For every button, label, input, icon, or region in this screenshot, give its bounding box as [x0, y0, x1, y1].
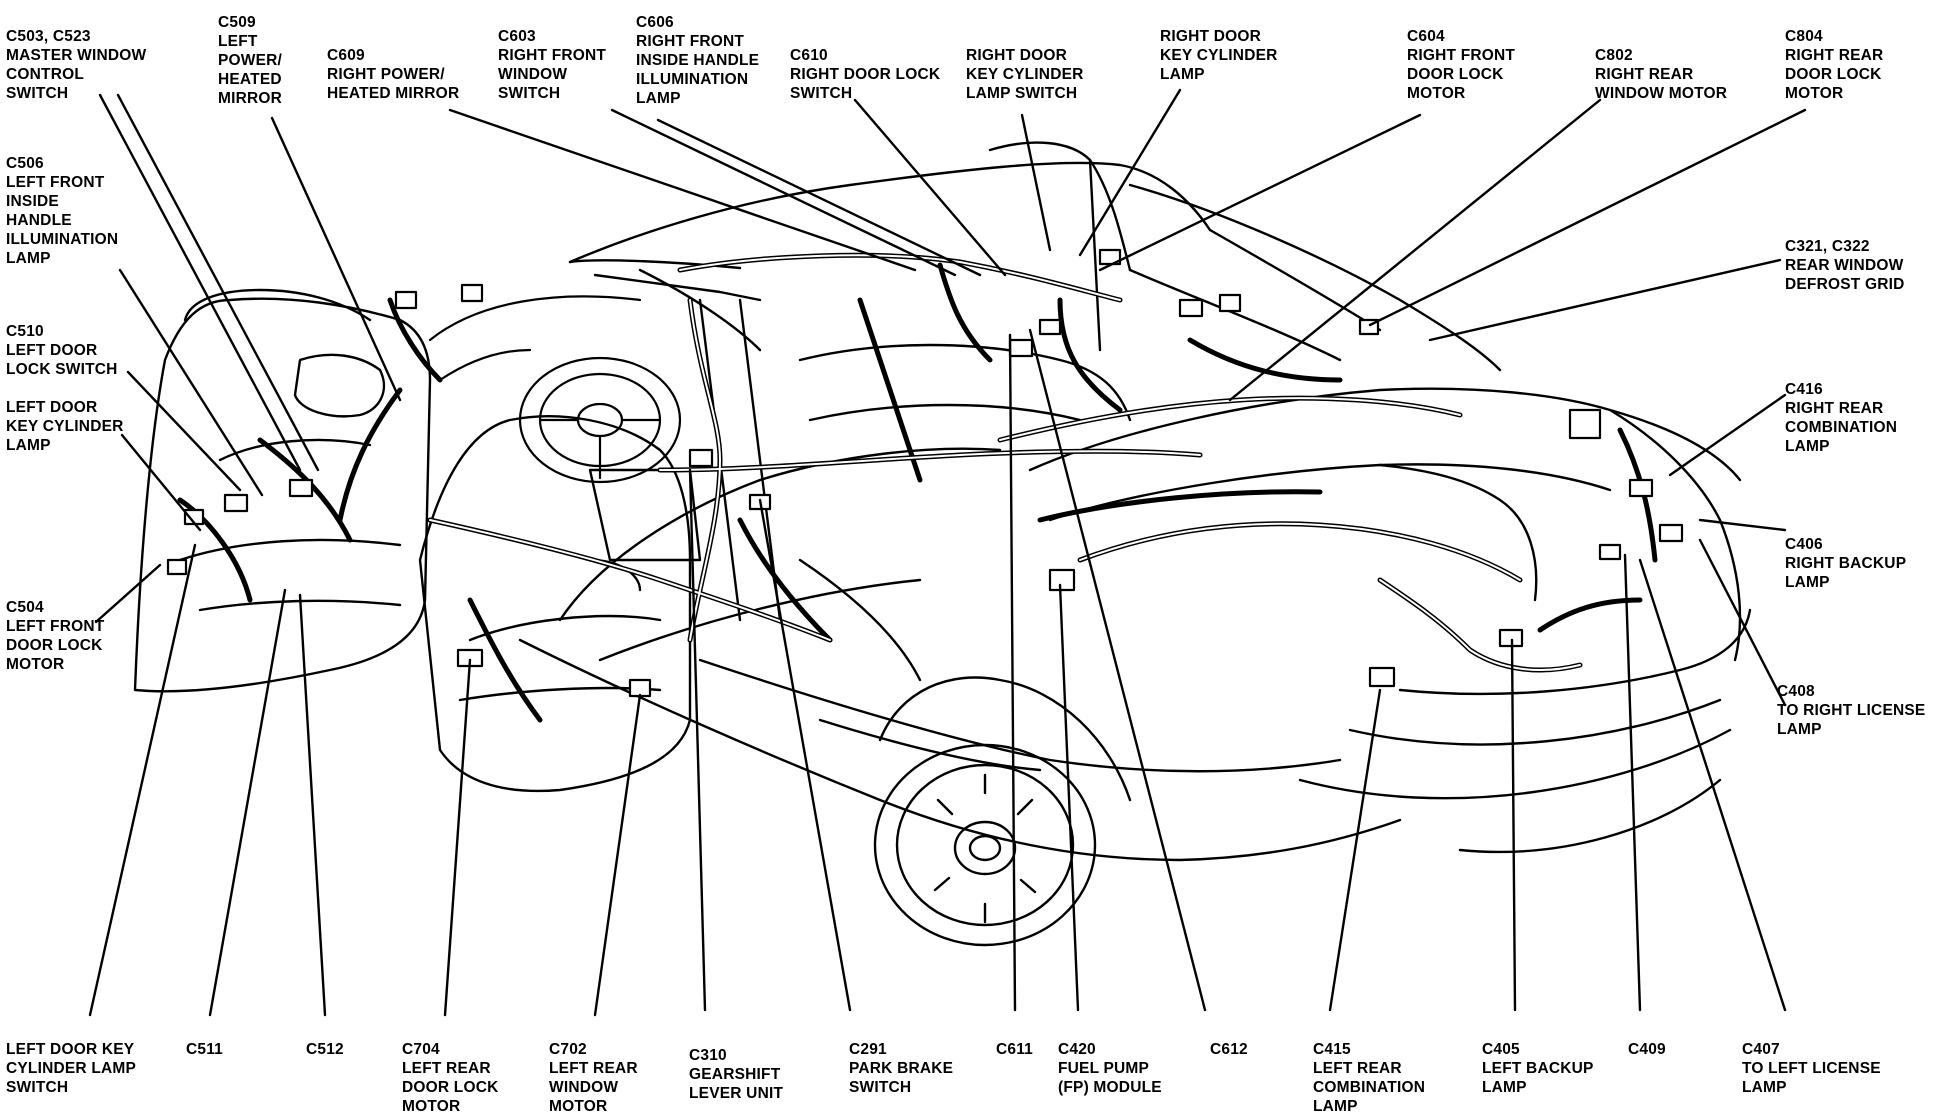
label-c510: C510 LEFT DOOR LOCK SWITCH [6, 323, 118, 378]
leader-lines [88, 88, 1807, 1017]
label-left-door-key-cylinder-lamp-switch: LEFT DOOR KEY CYLINDER LAMP SWITCH [6, 1041, 137, 1096]
label-c291: C291 PARK BRAKE SWITCH [849, 1041, 954, 1096]
label-c509: C509 LEFT POWER/ HEATED MIRROR [218, 14, 283, 107]
rear-wheel [873, 743, 1097, 947]
label-c804: C804 RIGHT REAR DOOR LOCK MOTOR [1785, 28, 1884, 102]
label-c611: C611 [996, 1041, 1033, 1058]
label-c610: C610 RIGHT DOOR LOCK SWITCH [790, 47, 941, 102]
label-c609: C609 RIGHT POWER/ HEATED MIRROR [327, 47, 460, 102]
label-c604: C604 RIGHT FRONT DOOR LOCK MOTOR [1407, 28, 1516, 102]
label-c606: C606 RIGHT FRONT INSIDE HANDLE ILLUMINAT… [636, 14, 760, 107]
label-c310: C310 GEARSHIFT LEVER UNIT [689, 1047, 784, 1102]
label-c702: C702 LEFT REAR WINDOW MOTOR [549, 1041, 638, 1115]
wiring-harness [177, 252, 1658, 723]
label-c802: C802 RIGHT REAR WINDOW MOTOR [1595, 47, 1728, 102]
label-c409: C409 [1628, 1041, 1666, 1058]
label-c321-c322: C321, C322 REAR WINDOW DEFROST GRID [1785, 238, 1905, 293]
label-right-door-key-cylinder-lamp-switch: RIGHT DOOR KEY CYLINDER LAMP SWITCH [966, 47, 1084, 102]
left-front-door [133, 288, 432, 693]
label-c415: C415 LEFT REAR COMBINATION LAMP [1313, 1041, 1426, 1115]
label-c407: C407 TO LEFT LICENSE LAMP [1742, 1041, 1881, 1096]
label-right-door-key-cylinder-lamp: RIGHT DOOR KEY CYLINDER LAMP [1160, 28, 1278, 83]
steering-wheel [428, 295, 682, 484]
label-c512: C512 [306, 1041, 344, 1058]
label-c511: C511 [186, 1041, 223, 1058]
label-c503-c523: C503, C523 MASTER WINDOW CONTROL SWITCH [6, 28, 147, 102]
wiring-harness-inner [429, 254, 1581, 671]
label-c420: C420 FUEL PUMP (FP) MODULE [1058, 1041, 1162, 1096]
label-c704: C704 LEFT REAR DOOR LOCK MOTOR [402, 1041, 499, 1115]
label-c408: C408 TO RIGHT LICENSE LAMP [1777, 683, 1926, 738]
label-c406: C406 RIGHT BACKUP LAMP [1785, 536, 1907, 591]
label-c416: C416 RIGHT REAR COMBINATION LAMP [1785, 381, 1898, 455]
label-c612: C612 [1210, 1041, 1248, 1058]
label-c405: C405 LEFT BACKUP LAMP [1482, 1041, 1594, 1096]
label-c506: C506 LEFT FRONT INSIDE HANDLE ILLUMINATI… [6, 155, 119, 267]
label-c603: C603 RIGHT FRONT WINDOW SWITCH [498, 28, 607, 102]
label-c504: C504 LEFT FRONT DOOR LOCK MOTOR [6, 599, 105, 673]
label-left-door-key-cylinder-lamp: LEFT DOOR KEY CYLINDER LAMP [6, 399, 124, 454]
